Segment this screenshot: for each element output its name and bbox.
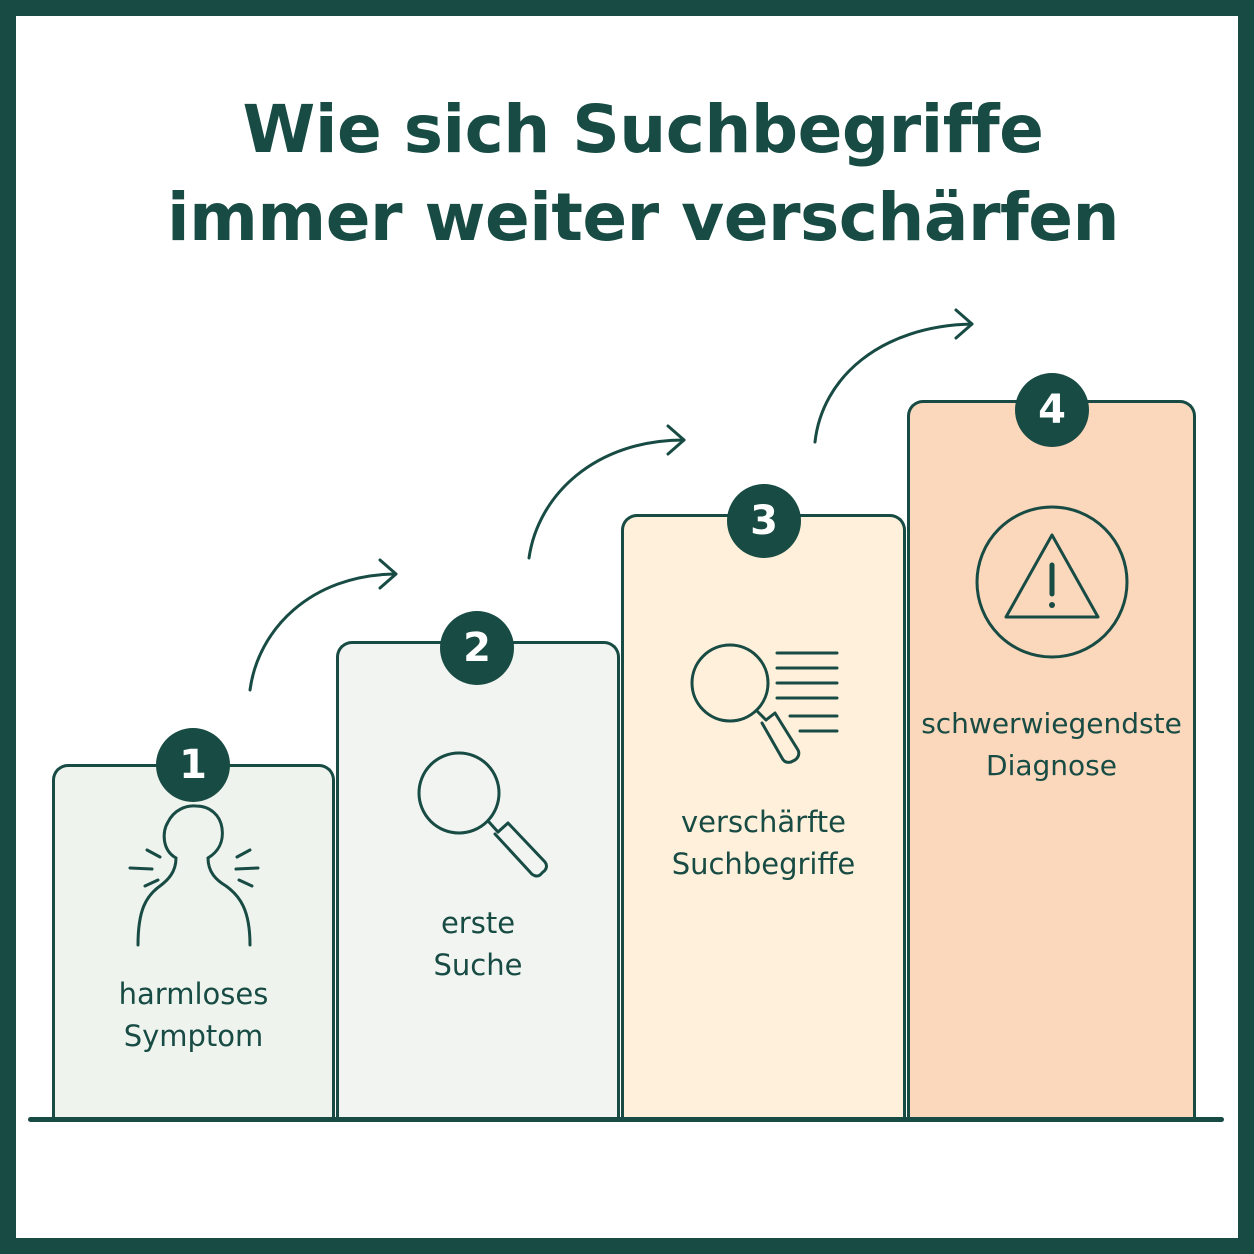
step-4-label-line-1: schwerwiegendste (921, 707, 1182, 740)
step-3-number-badge: 3 (727, 484, 801, 558)
title-line-1: Wie sich Suchbegriffe (242, 91, 1044, 168)
step-1-block: harmloses Symptom (52, 764, 335, 1120)
step-1-label: harmloses Symptom (55, 973, 332, 1057)
step-2-number-badge: 2 (440, 611, 514, 685)
step-4-number-badge: 4 (1015, 373, 1089, 447)
step-2-label-line-1: erste (440, 906, 516, 940)
arrow-icon-2-to-3 (527, 424, 686, 560)
title-line-2: immer weiter verschärfen (167, 179, 1119, 256)
step-4-label: schwerwiegendste Diagnose (910, 703, 1193, 787)
infographic-title: Wie sich Suchbegriffe immer weiter versc… (16, 86, 1254, 262)
step-4-label-line-2: Diagnose (986, 749, 1117, 782)
step-2-label-line-2: Suche (433, 948, 523, 982)
warning-icon (975, 505, 1129, 659)
step-3-label-line-2: Suchbegriffe (671, 847, 856, 881)
baseline (28, 1117, 1224, 1122)
magnifier-icon (417, 751, 548, 878)
person-alert-icon (128, 804, 260, 947)
arrow-icon-1-to-2 (248, 558, 398, 692)
step-2-label: erste Suche (339, 902, 617, 986)
search-results-icon (690, 643, 839, 764)
step-3-label-line-1: verschärfte (681, 805, 846, 839)
arrow-icon-3-to-4 (813, 308, 974, 444)
step-1-label-line-1: harmloses (118, 977, 269, 1011)
step-1-label-line-2: Symptom (123, 1019, 264, 1053)
step-4-block: schwerwiegendste Diagnose (907, 400, 1196, 1120)
step-3-label: verschärfte Suchbegriffe (624, 801, 903, 885)
step-1-number-badge: 1 (156, 728, 230, 802)
